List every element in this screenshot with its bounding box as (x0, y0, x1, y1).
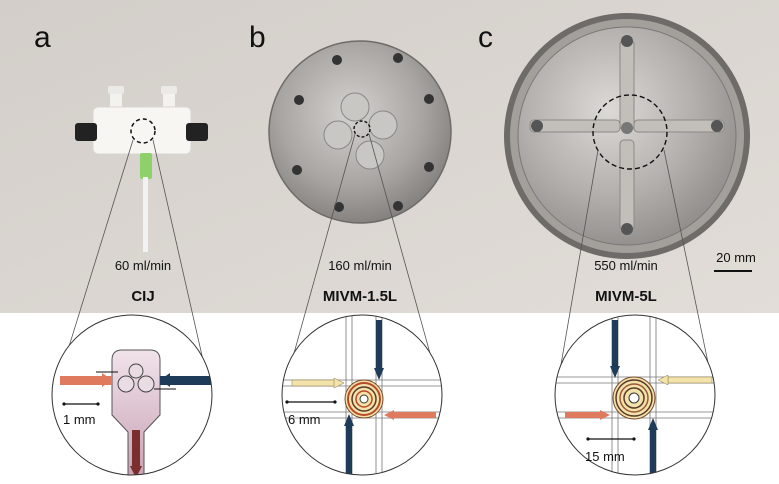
cij-focus-marker (130, 118, 156, 144)
zoom-mivm-1-5l-schematic: 6 mm (281, 314, 443, 476)
scale-label-c: 15 mm (585, 449, 625, 464)
mivm-5l-focus-marker (592, 94, 668, 170)
photo-scale-bar-label: 20 mm (716, 250, 756, 265)
scale-label-a: 1 mm (63, 412, 96, 427)
mivm-5l-device-photo (504, 13, 750, 259)
panel-letter-a: a (34, 21, 51, 54)
panel-letter-b: b (249, 21, 266, 54)
zoom-mivm-5l-schematic: 15 mm (554, 314, 716, 476)
flow-rate-b: 160 ml/min (328, 258, 392, 273)
scale-label-b: 6 mm (288, 412, 321, 427)
mivm-1-5l-device-photo (268, 40, 452, 224)
cij-device-photo (75, 86, 208, 252)
flow-rate-c: 550 ml/min (594, 258, 658, 273)
device-name-b: MIVM-1.5L (323, 288, 397, 305)
zoom-cij-schematic: 1 mm (51, 314, 213, 476)
device-name-c: MIVM-5L (595, 288, 657, 305)
flow-rate-a: 60 ml/min (115, 258, 171, 273)
panel-letter-c: c (478, 21, 493, 54)
device-name-a: CIJ (131, 288, 154, 305)
mivm-1-5l-focus-marker (353, 120, 371, 138)
